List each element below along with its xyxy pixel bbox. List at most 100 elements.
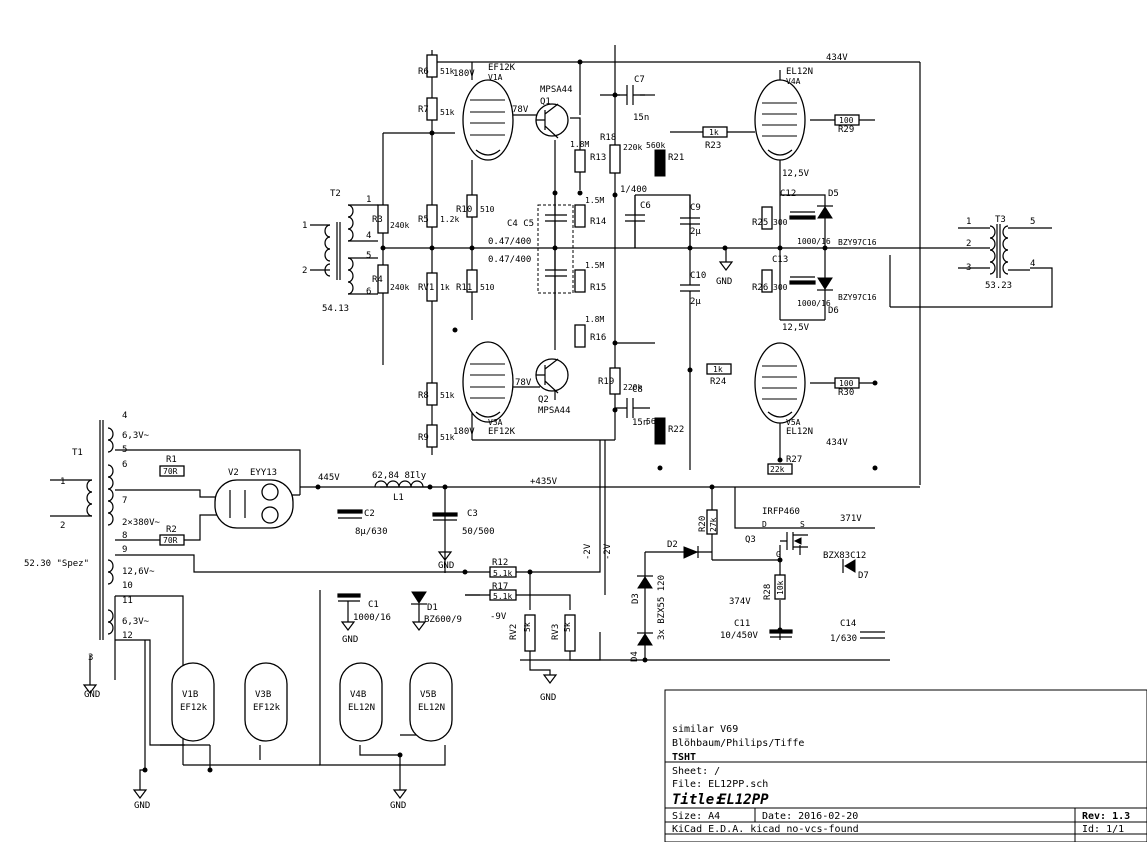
capacitors: [337, 85, 885, 639]
resistor-r2: [159, 534, 185, 546]
label-r5-value: 1.2k: [440, 215, 459, 224]
label-c8-value: 15n: [632, 418, 648, 428]
tb-comment1: similar V69: [672, 724, 738, 735]
capacitor-c14: [860, 631, 885, 639]
label-d6-type: BZY97C16: [838, 293, 877, 302]
tb-tool: KiCad E.D.A. kicad no-vcs-found: [672, 824, 859, 835]
label-r12: R12: [492, 558, 508, 568]
label-c2: C2: [364, 509, 375, 519]
label-t2-pin6: 6: [366, 287, 371, 297]
label-c10-value: 2µ: [690, 297, 701, 307]
label-c6-value: 1/400: [620, 185, 647, 195]
label-r3: R3: [372, 215, 383, 225]
label-r18: R18: [600, 133, 616, 143]
label-q2: Q2: [538, 395, 549, 405]
label-d1: D1: [427, 603, 438, 613]
label-minus2b: -2V: [603, 543, 613, 560]
label-r4: R4: [372, 275, 383, 285]
label-c7: C7: [634, 75, 645, 85]
label-heater-126: 12,6V~: [122, 567, 155, 577]
resistor-r15: [574, 269, 586, 293]
tubes: [171, 79, 806, 742]
label-r7-value: 51k: [440, 108, 455, 117]
label-c11: C11: [734, 619, 750, 629]
label-d5-type: BZY97C16: [838, 238, 877, 247]
label-d5: D5: [828, 189, 839, 199]
label-c4-c5: C4 C5: [507, 219, 534, 229]
resistor-r17: [489, 589, 517, 601]
tb-title-prefix: Title:: [672, 792, 723, 808]
label-v445: 445V: [318, 473, 340, 483]
diode-d6: [817, 277, 833, 290]
label-c11-value: 10/450V: [720, 631, 759, 641]
label-d7: D7: [858, 571, 869, 581]
label-v3b: V3B: [255, 690, 271, 700]
label-v180b: 180V: [453, 427, 475, 437]
label-r15-value: 1.5M: [585, 261, 604, 270]
label-v125b: 12,5V: [782, 323, 810, 333]
label-c1-value: 1000/16: [353, 613, 391, 623]
resistor-r18: [609, 144, 621, 174]
capacitor-c10: [680, 284, 700, 292]
label-gnd-t1: GND: [84, 690, 100, 700]
label-c3-value: 50/500: [462, 527, 495, 537]
label-d4: D4: [630, 651, 640, 662]
label-t2-pin2: 2: [302, 266, 307, 276]
label-v78a: 78V: [512, 105, 529, 115]
resistor-r16: [574, 324, 586, 348]
label-t3: T3: [995, 215, 1006, 225]
label-v5b-type: EL12N: [418, 703, 445, 713]
label-r17: R17: [492, 582, 508, 592]
resistor-r14: [574, 204, 586, 228]
resistor-rv3: [564, 614, 576, 652]
resistor-r21: [654, 149, 666, 177]
label-t1-pin4: 4: [122, 411, 127, 421]
resistor-r22: [654, 417, 666, 445]
label-t2-pin5: 5: [366, 251, 371, 261]
label-c14: C14: [840, 619, 856, 629]
resistor-rv2: [524, 614, 536, 652]
label-t2-pin1b: 1: [366, 195, 371, 205]
label-heater-63b: 6,3V~: [122, 617, 150, 627]
label-gnd-mid: GND: [716, 277, 732, 287]
resistor-r28: [774, 574, 786, 600]
label-rv2: RV2: [509, 624, 519, 640]
label-r2-value: 70R: [163, 536, 178, 545]
transformer-t3: [958, 224, 1030, 278]
tb-size: Size: A4: [672, 811, 720, 822]
tube-v5b: [409, 662, 453, 742]
resistor-r9: [426, 424, 438, 448]
label-c8: C8: [632, 385, 643, 395]
ground-symbol: [132, 789, 148, 799]
label-t2-pin1: 1: [302, 221, 307, 231]
label-t1-pin2: 2: [60, 521, 65, 531]
ground-symbol: [718, 248, 734, 271]
label-pin-g: G: [776, 550, 781, 559]
label-gnd-c1: GND: [342, 635, 358, 645]
label-q3: Q3: [745, 535, 756, 545]
label-q2-type: MPSA44: [538, 406, 571, 416]
label-c14-value: 1/630: [830, 634, 857, 644]
label-t1-pin11: 11: [122, 596, 133, 606]
label-r20: R20: [698, 516, 708, 532]
label-v5a: V5A: [786, 418, 801, 427]
label-r27-value: 22k: [770, 465, 785, 474]
label-c9: C9: [690, 203, 701, 213]
label-pin-s: S: [800, 520, 805, 529]
label-r28: R28: [763, 584, 773, 600]
label-r14-value: 1.5M: [585, 196, 604, 205]
ground-symbol: [82, 684, 98, 694]
label-d3-type: 3x BZX55 120: [657, 575, 667, 640]
label-r6: R6: [418, 67, 429, 77]
label-v434b: 434V: [826, 438, 848, 448]
label-t2-pin4: 4: [366, 231, 371, 241]
label-r19-value: 220k: [623, 383, 642, 392]
capacitor-c4: [545, 214, 567, 222]
label-r24: R24: [710, 377, 726, 387]
label-d1-type: BZ600/9: [424, 615, 462, 625]
resistor-r8: [426, 382, 438, 406]
label-c7-value: 15n: [633, 113, 649, 123]
tube-v1a: [462, 79, 514, 161]
resistor-r12: [489, 566, 517, 578]
label-r13: R13: [590, 153, 606, 163]
